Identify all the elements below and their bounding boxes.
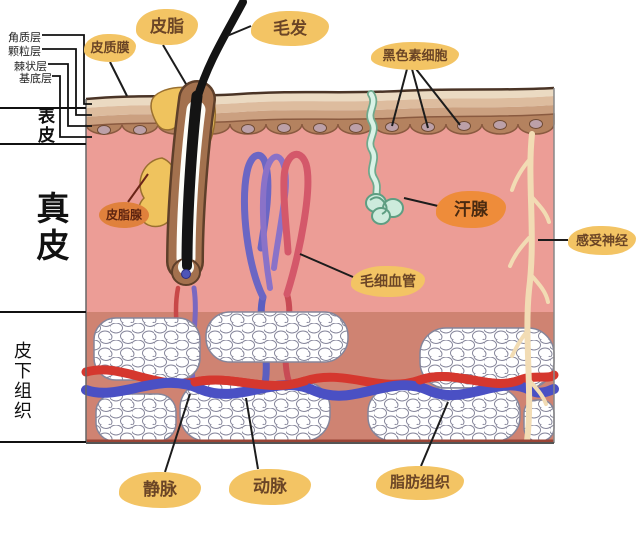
hair-root: [181, 90, 203, 270]
pointer-sebum: [162, 44, 187, 85]
pointer-sebaceous-gland: [127, 173, 149, 203]
fat-cluster: [95, 393, 177, 442]
hair-follicle: [138, 0, 247, 286]
pointer-lines: [109, 25, 568, 473]
label-spinous-layer: 棘状层: [14, 61, 47, 73]
pointer-cuticle-membrane: [109, 61, 128, 97]
label-stratum-corneum: 角质层: [8, 32, 41, 44]
pointer-capillary: [299, 253, 354, 278]
callout-adipose-tissue: 脂肪组织: [376, 466, 464, 500]
pointer-melanocyte-3: [415, 68, 461, 126]
pointer-adipose: [420, 401, 449, 467]
pointer-melanocyte-1: [391, 68, 408, 127]
pointer-sweat-gland: [403, 197, 439, 207]
pointer-hair: [226, 25, 252, 37]
fat-cluster: [205, 311, 349, 363]
pointer-vein: [164, 393, 191, 473]
basal-cells: [97, 119, 543, 135]
callout-capillary: 毛细血管: [351, 266, 425, 297]
panel-border: [85, 88, 555, 444]
label-subcutis: 皮下组织: [12, 341, 32, 421]
hair-shaft: [193, 0, 247, 103]
pointer-artery: [245, 397, 259, 470]
label-dermis: 真皮: [32, 191, 69, 265]
pointer-melanocyte-2: [411, 68, 429, 129]
label-granular-layer: 颗粒层: [8, 46, 41, 58]
fat-clusters: [93, 311, 555, 442]
dermal-papilla: [181, 269, 191, 279]
label-epidermis: 表皮: [35, 107, 54, 145]
callout-hair: 毛发: [251, 11, 329, 46]
bracket-lines: [0, 34, 92, 443]
callout-sebum: 皮脂: [136, 9, 198, 45]
callout-sweat-gland: 汗腺: [436, 191, 506, 228]
label-basal-layer: 基底层: [19, 73, 52, 85]
callout-artery: 动脉: [229, 469, 311, 505]
sweat-gland-drawing: [365, 90, 404, 225]
callout-sensory-nerve: 感受神经: [568, 226, 636, 255]
callout-cuticle-membrane: 皮质膜: [84, 34, 136, 62]
nerve-drawing: [508, 131, 551, 444]
callout-vein: 静脉: [119, 472, 201, 508]
callout-melanocytes: 黑色素细胞: [371, 42, 459, 70]
callout-sebaceous-gland: 皮脂腺: [99, 202, 149, 228]
